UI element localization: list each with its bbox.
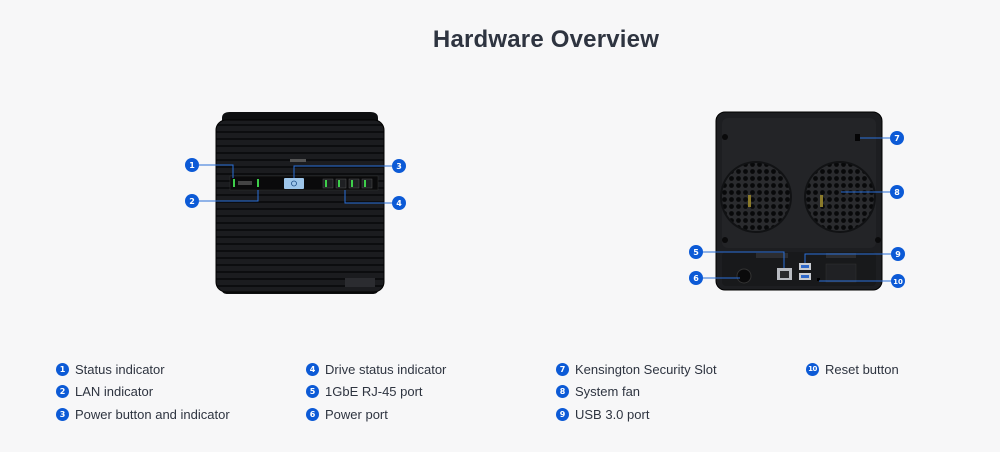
legend-item: 6 Power port [306, 403, 446, 426]
legend-label: Power port [325, 406, 388, 422]
legend-column-1: 1 Status indicator 2 LAN indicator 3 Pow… [56, 358, 230, 426]
legend-item: 3 Power button and indicator [56, 403, 230, 426]
power-port [736, 268, 752, 284]
legend-item: 9 USB 3.0 port [556, 403, 717, 426]
svg-text:4: 4 [396, 199, 402, 208]
drive-led-4 [361, 178, 373, 189]
svg-text:9: 9 [895, 250, 901, 259]
power-icon [291, 180, 297, 187]
drive-led-2 [335, 178, 347, 189]
hardware-figure: 1 2 3 4 [185, 111, 905, 294]
rear-callouts [702, 137, 891, 282]
callout-badge-10: 10 [891, 274, 905, 288]
legend-column-2: 4 Drive status indicator 5 1GbE RJ-45 po… [306, 358, 446, 426]
legend-badge: 1 [56, 362, 69, 376]
status-indicator-light [233, 179, 235, 187]
callout-badge-9: 9 [891, 247, 905, 261]
callout-badge-1: 1 [185, 158, 199, 172]
legend-label: LAN indicator [75, 384, 154, 400]
legend-badge: 6 [306, 407, 319, 421]
system-fan-left [720, 161, 792, 233]
legend-label: Reset button [825, 361, 899, 377]
kensington-slot [855, 134, 860, 141]
legend-label: Power button and indicator [75, 406, 230, 422]
legend-item: 1 Status indicator [56, 358, 230, 381]
svg-text:8: 8 [894, 188, 900, 197]
legend-label: Kensington Security Slot [575, 361, 717, 377]
legend-item: 4 Drive status indicator [306, 358, 446, 381]
legend-badge: 9 [556, 407, 569, 421]
legend-badge: 3 [56, 407, 69, 421]
svg-text:6: 6 [693, 274, 699, 283]
svg-text:5: 5 [693, 248, 699, 257]
lan-indicator-light [257, 179, 259, 187]
legend-item: 10 Reset button [806, 358, 899, 381]
legend-item: 7 Kensington Security Slot [556, 358, 717, 381]
legend-label: System fan [575, 384, 641, 400]
callout-badge-3: 3 [392, 159, 406, 173]
legend-badge: 2 [56, 385, 69, 399]
drive-led-3 [348, 178, 360, 189]
callout-badge-5: 5 [689, 245, 703, 259]
legend-label: Drive status indicator [325, 361, 447, 377]
legend-badge: 4 [306, 362, 319, 376]
svg-text:1: 1 [189, 161, 195, 170]
legend-badge: 8 [556, 385, 569, 399]
callout-badge-2: 2 [185, 194, 199, 208]
callout-badge-7: 7 [890, 131, 904, 145]
reset-button [817, 278, 820, 281]
legend-column-4: 10 Reset button [806, 358, 899, 381]
power-button[interactable] [284, 178, 304, 189]
legend-badge: 7 [556, 362, 569, 376]
legend-label: USB 3.0 port [575, 406, 650, 422]
system-fan-right [804, 161, 876, 233]
brand-logo [345, 278, 375, 287]
legend-label: 1GbE RJ-45 port [325, 384, 423, 400]
legend: 1 Status indicator 2 LAN indicator 3 Pow… [56, 358, 976, 438]
legend-column-3: 7 Kensington Security Slot 8 System fan … [556, 358, 717, 426]
legend-badge: 5 [306, 385, 319, 399]
page-title: Hardware Overview [432, 26, 660, 53]
callout-badge-8: 8 [890, 185, 904, 199]
svg-text:7: 7 [894, 134, 900, 143]
drive-led-1 [322, 178, 334, 189]
svg-text:2: 2 [189, 197, 195, 206]
legend-item: 5 1GbE RJ-45 port [306, 381, 446, 404]
svg-text:10: 10 [893, 278, 903, 286]
svg-text:3: 3 [396, 162, 402, 171]
legend-label: Status indicator [75, 361, 165, 377]
legend-item: 8 System fan [556, 381, 717, 404]
legend-badge: 10 [806, 362, 819, 376]
callout-badge-6: 6 [689, 271, 703, 285]
nas-rear-view [715, 111, 883, 291]
legend-item: 2 LAN indicator [56, 381, 230, 404]
front-callouts [199, 164, 392, 204]
nas-front-view [215, 112, 385, 294]
callout-badge-4: 4 [392, 196, 406, 210]
